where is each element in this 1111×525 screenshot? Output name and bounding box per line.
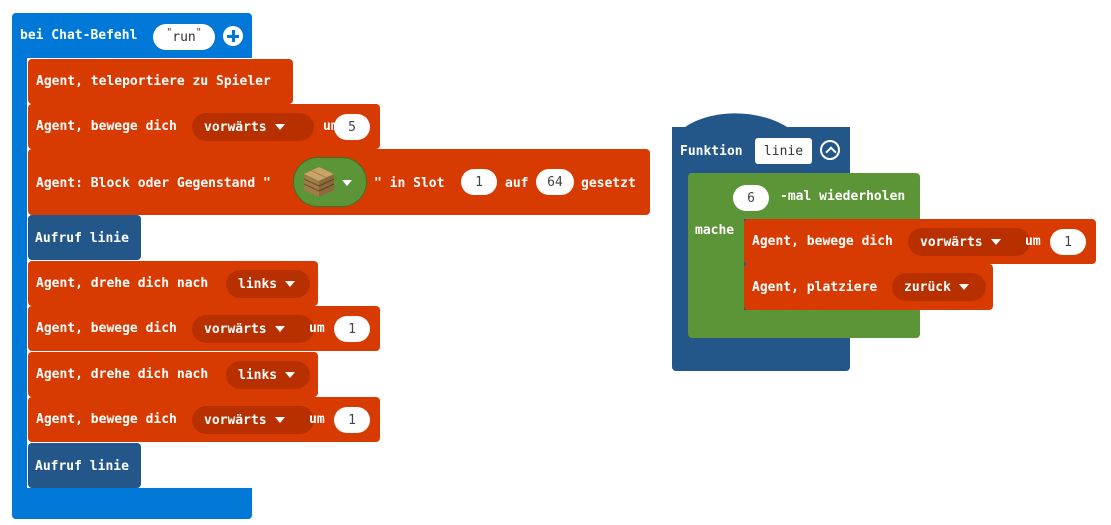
turn-direction-dropdown[interactable]: links bbox=[226, 270, 310, 298]
move-block[interactable]: Agent, bewege dich vorwärts um 1 bbox=[28, 397, 380, 442]
place-block[interactable]: Agent, platziere zurück bbox=[744, 264, 993, 310]
call-function-block[interactable]: Aufruf linie bbox=[28, 215, 141, 260]
command-input[interactable]: " run " bbox=[153, 24, 215, 50]
function-label: Funktion bbox=[680, 144, 743, 159]
place-direction-dropdown[interactable]: zurück bbox=[892, 273, 986, 301]
direction-value: vorwärts bbox=[920, 234, 983, 250]
do-label: mache bbox=[695, 223, 735, 238]
direction-dropdown[interactable]: vorwärts bbox=[908, 228, 1030, 256]
count-input[interactable]: 64 bbox=[536, 169, 574, 195]
slot-label: " in Slot bbox=[374, 176, 445, 191]
set-item-block[interactable]: Agent: Block oder Gegenstand " " in Slot… bbox=[28, 149, 650, 215]
move-block[interactable]: Agent, bewege dich vorwärts um 1 bbox=[28, 306, 380, 351]
command-value: run bbox=[172, 29, 196, 45]
repeat-count-input[interactable]: 6 bbox=[733, 185, 769, 211]
chevron-down-icon bbox=[274, 326, 285, 332]
direction-value: vorwärts bbox=[204, 119, 267, 135]
chevron-down-icon bbox=[285, 281, 296, 287]
direction-dropdown[interactable]: vorwärts bbox=[192, 113, 314, 141]
event-block-arm bbox=[12, 58, 27, 488]
amount-input[interactable]: 1 bbox=[1050, 229, 1086, 255]
move-block[interactable]: Agent, bewege dich vorwärts um 1 bbox=[744, 219, 1096, 264]
event-label: bei Chat-Befehl bbox=[20, 28, 138, 43]
item-picker-dropdown[interactable] bbox=[293, 157, 367, 207]
direction-dropdown[interactable]: vorwärts bbox=[192, 315, 314, 343]
direction-dropdown[interactable]: vorwärts bbox=[192, 406, 314, 434]
repeat-label: -mal wiederholen bbox=[780, 189, 906, 204]
function-name-value: linie bbox=[763, 143, 804, 159]
teleport-block[interactable]: Agent, teleportiere zu Spieler bbox=[28, 59, 293, 104]
turn-label: Agent, drehe dich nach bbox=[36, 276, 209, 291]
add-parameter-icon[interactable] bbox=[223, 26, 243, 46]
move-block[interactable]: Agent, bewege dich vorwärts um 5 bbox=[28, 104, 380, 149]
set-item-label: Agent: Block oder Gegenstand " bbox=[36, 176, 271, 191]
turn-direction-dropdown[interactable]: links bbox=[226, 361, 310, 389]
oak-planks-block-icon bbox=[303, 167, 335, 197]
chevron-down-icon bbox=[990, 239, 1001, 245]
chevron-down-icon bbox=[285, 372, 296, 378]
move-label: Agent, bewege dich bbox=[36, 119, 177, 134]
teleport-label: Agent, teleportiere zu Spieler bbox=[36, 74, 271, 89]
turn-block[interactable]: Agent, drehe dich nach links bbox=[28, 261, 318, 306]
turn-direction-value: links bbox=[238, 276, 278, 292]
direction-value: vorwärts bbox=[204, 321, 267, 337]
direction-value: vorwärts bbox=[204, 412, 267, 428]
chevron-down-icon bbox=[274, 417, 285, 423]
um-label: um bbox=[1025, 234, 1041, 249]
amount-input[interactable]: 1 bbox=[334, 316, 370, 342]
turn-label: Agent, drehe dich nach bbox=[36, 367, 209, 382]
amount-input[interactable]: 5 bbox=[334, 114, 370, 140]
slot-input[interactable]: 1 bbox=[461, 169, 497, 195]
collapse-chevron-up-icon[interactable] bbox=[820, 140, 840, 160]
event-block-footer bbox=[12, 488, 252, 519]
chevron-down-icon bbox=[342, 180, 352, 186]
turn-block[interactable]: Agent, drehe dich nach links bbox=[28, 352, 318, 397]
quote-close: " bbox=[195, 26, 202, 38]
place-direction-value: zurück bbox=[904, 279, 951, 295]
auf-label: auf bbox=[505, 176, 529, 191]
call-function-block[interactable]: Aufruf linie bbox=[28, 443, 141, 488]
um-label: um bbox=[309, 412, 325, 427]
function-name-input[interactable]: linie bbox=[755, 138, 812, 164]
move-label: Agent, bewege dich bbox=[36, 412, 177, 427]
chevron-down-icon bbox=[274, 124, 285, 130]
move-label: Agent, bewege dich bbox=[36, 321, 177, 336]
turn-direction-value: links bbox=[238, 367, 278, 383]
call-label: Aufruf linie bbox=[35, 231, 129, 246]
um-label: um bbox=[309, 321, 325, 336]
quote-open: " bbox=[166, 26, 173, 38]
amount-input[interactable]: 1 bbox=[334, 407, 370, 433]
place-label: Agent, platziere bbox=[752, 280, 878, 295]
call-label: Aufruf linie bbox=[35, 459, 129, 474]
chevron-down-icon bbox=[958, 284, 969, 290]
move-label: Agent, bewege dich bbox=[752, 234, 893, 249]
suffix-label: gesetzt bbox=[581, 176, 636, 191]
